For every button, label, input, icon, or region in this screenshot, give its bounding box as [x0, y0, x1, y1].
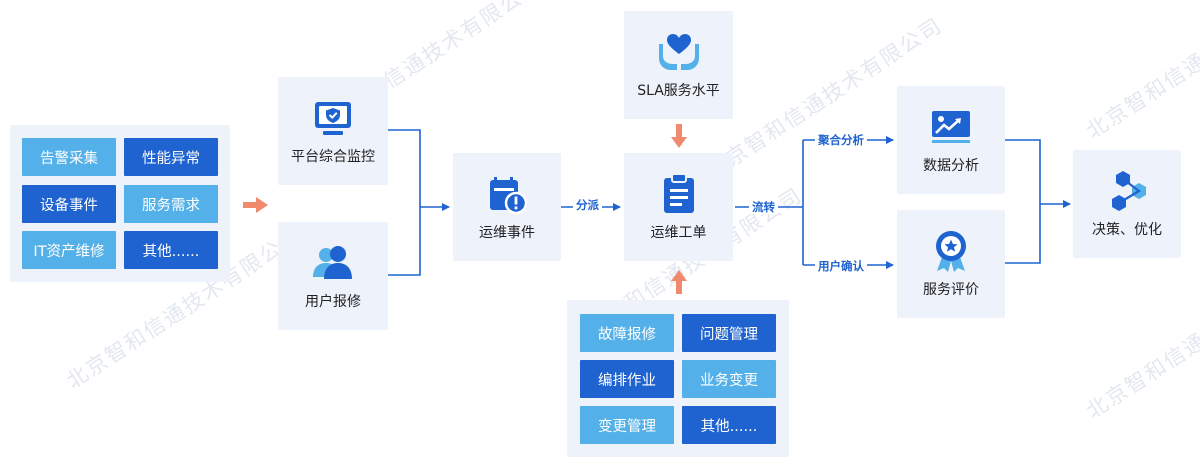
node-label: 决策、优化: [1092, 221, 1162, 238]
edge-label-aggregate: 聚合分析: [815, 133, 867, 147]
chip-label: 告警采集: [40, 150, 98, 167]
source-chip: IT资产维修: [22, 231, 116, 269]
chip-label: 问题管理: [700, 326, 758, 343]
heart-hands-icon: [657, 30, 701, 74]
edge-label-flow: 流转: [749, 200, 778, 214]
data-analysis-node: 数据分析: [897, 86, 1005, 194]
calendar-alert-icon: [485, 172, 529, 216]
chart-screen-icon: [929, 105, 973, 149]
merge-bracket-outputs: [1005, 139, 1071, 264]
chip-label: 性能异常: [142, 150, 200, 167]
chip-label: 变更管理: [598, 418, 656, 435]
sla-node: SLA服务水平: [624, 11, 733, 119]
user-report-node: 用户报修: [278, 222, 388, 330]
node-label: SLA服务水平: [637, 82, 720, 99]
source-chip: 服务需求: [124, 185, 218, 223]
ticket-type-chip: 故障报修: [580, 314, 674, 352]
decision-node: 决策、优化: [1073, 150, 1181, 258]
chip-label: 其他......: [142, 243, 200, 260]
clipboard-icon: [657, 172, 701, 216]
orange-arrow-sources: [243, 197, 268, 213]
node-label: 用户报修: [305, 293, 361, 310]
chip-label: 设备事件: [40, 197, 98, 214]
users-icon: [311, 241, 355, 285]
monitor-node: 平台综合监控: [278, 77, 388, 185]
source-chip: 告警采集: [22, 138, 116, 176]
ticket-type-panel: 故障报修 问题管理 编排作业 业务变更 变更管理 其他......: [567, 300, 789, 457]
source-chip: 设备事件: [22, 185, 116, 223]
ticket-type-chip: 编排作业: [580, 360, 674, 398]
orange-arrow-sla: [671, 124, 687, 148]
chip-label: 其他......: [700, 418, 758, 435]
source-panel: 告警采集 性能异常 设备事件 服务需求 IT资产维修 其他......: [10, 125, 230, 282]
chip-label: IT资产维修: [33, 243, 105, 260]
ops-event-node: 运维事件: [453, 153, 561, 261]
chip-label: 服务需求: [142, 197, 200, 214]
ticket-type-chip: 变更管理: [580, 406, 674, 444]
chip-label: 故障报修: [598, 326, 656, 343]
ticket-type-chip: 其他......: [682, 406, 776, 444]
node-label: 数据分析: [923, 157, 979, 174]
node-label: 平台综合监控: [291, 148, 375, 165]
chip-label: 编排作业: [598, 372, 656, 389]
merge-bracket-inputs: [388, 129, 450, 276]
node-label: 运维工单: [650, 224, 707, 241]
monitor-shield-icon: [311, 96, 355, 140]
orange-arrow-types: [671, 270, 687, 294]
ticket-type-chip: 业务变更: [682, 360, 776, 398]
edge-label-user-confirm: 用户确认: [815, 259, 867, 273]
chip-label: 业务变更: [700, 372, 758, 389]
node-label: 服务评价: [923, 281, 979, 298]
hexagon-network-icon: [1105, 169, 1149, 213]
edge-label-dispatch: 分派: [573, 198, 602, 212]
ticket-type-chip: 问题管理: [682, 314, 776, 352]
node-label: 运维事件: [479, 224, 535, 241]
ticket-node: 运维工单: [624, 153, 733, 261]
source-chip: 性能异常: [124, 138, 218, 176]
award-badge-icon: [929, 229, 973, 273]
service-eval-node: 服务评价: [897, 210, 1005, 318]
source-chip: 其他......: [124, 231, 218, 269]
